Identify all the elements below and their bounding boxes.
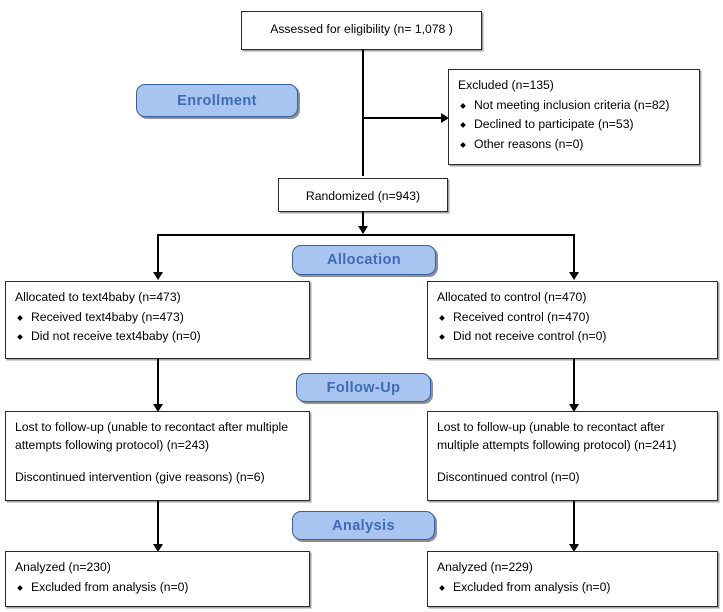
diamond-bullet-icon [17,584,23,591]
excluded-heading: Excluded (n=135) [458,78,554,92]
connector-allocation-left-arrowhead [153,272,163,280]
randomized-box: Randomized (n=943) [278,178,448,212]
connector-allocation-right-arrowhead [569,272,579,280]
lost-to-followup-control-box: Lost to follow-up (unable to recontact a… [427,411,718,501]
excluded-reason-list: Not meeting inclusion criteria (n=82) De… [458,97,690,154]
list-item: Did not receive text4baby (n=0) [15,328,300,346]
assessed-for-eligibility-box: Assessed for eligibility (n= 1,078 ) [241,11,482,50]
stage-label-followup: Follow-Up [296,373,431,402]
allocated-right-item-text: Received control (n=470) [453,309,590,324]
analyzed-text4baby-box: Analyzed (n=230) Excluded from analysis … [5,551,310,607]
connector-followup-left-to-analysis [157,501,159,550]
analyzed-control-box: Analyzed (n=229) Excluded from analysis … [427,551,718,607]
allocated-left-item-text: Did not receive text4baby (n=0) [31,329,201,344]
stage-label-allocation: Allocation [292,245,436,275]
analysis-right-list: Excluded from analysis (n=0) [437,579,708,597]
connector-allocation-right-down [573,234,575,278]
list-item: Did not receive control (n=0) [437,328,708,346]
connector-analysis-right-arrowhead [569,544,579,552]
connector-allocation-split-bar [157,234,574,236]
stage-label-analysis: Analysis [292,511,435,540]
assessed-for-eligibility-text: Assessed for eligibility (n= 1,078 ) [270,22,453,36]
diamond-bullet-icon [460,142,466,148]
list-item: Received control (n=470) [437,309,708,327]
connector-analysis-left-arrowhead [153,544,163,552]
stage-label-enrollment: Enrollment [136,84,298,117]
connector-to-excluded-line [363,117,443,119]
diamond-bullet-icon [439,314,445,321]
stage-label-enrollment-text: Enrollment [177,92,257,109]
allocated-control-box: Allocated to control (n=470) Received co… [427,281,718,359]
connector-followup-right-arrowhead [569,404,579,412]
lost-to-followup-text4baby-box: Lost to follow-up (unable to recontact a… [5,411,310,501]
connector-allocation-left-to-followup [157,359,159,410]
allocated-right-list: Received control (n=470) Did not receive… [437,309,708,346]
followup-right-discontinued-text: Discontinued control (n=0) [437,470,580,485]
list-item: Excluded from analysis (n=0) [437,579,708,597]
stage-label-allocation-text: Allocation [326,252,402,268]
allocated-right-heading: Allocated to control (n=470) [437,290,587,304]
excluded-box: Excluded (n=135) Not meeting inclusion c… [448,69,700,165]
analysis-right-item-text: Excluded from analysis (n=0) [453,579,611,594]
connector-followup-right-to-analysis [573,501,575,550]
allocated-right-item-text: Did not receive control (n=0) [453,329,607,344]
excluded-item-text: Not meeting inclusion criteria (n=82) [474,97,670,112]
connector-randomized-arrowhead [358,226,368,234]
stage-label-followup-text: Follow-Up [326,379,401,396]
connector-allocation-right-to-followup [573,359,575,410]
connector-randomized-down [362,212,364,233]
allocated-left-heading: Allocated to text4baby (n=473) [15,290,181,304]
list-item: Other reasons (n=0) [458,136,690,154]
diamond-bullet-icon [17,334,23,341]
analysis-left-list: Excluded from analysis (n=0) [15,579,300,597]
diamond-bullet-icon [460,102,466,109]
connector-to-excluded-arrowhead [441,113,449,123]
list-item: Not meeting inclusion criteria (n=82) [458,97,690,115]
analysis-right-heading: Analyzed (n=229) [437,560,533,574]
allocated-text4baby-box: Allocated to text4baby (n=473) Received … [5,281,310,359]
diamond-bullet-icon [460,122,466,129]
excluded-item-text: Declined to participate (n=53) [474,117,634,132]
list-item: Received text4baby (n=473) [15,309,300,327]
allocated-left-item-text: Received text4baby (n=473) [31,309,184,324]
analysis-left-item-text: Excluded from analysis (n=0) [31,579,189,594]
connector-assessed-to-randomized [362,50,364,176]
followup-right-lost-text: Lost to follow-up (unable to recontact a… [437,420,677,452]
allocated-left-list: Received text4baby (n=473) Did not recei… [15,309,300,346]
connector-allocation-left-down [157,234,159,278]
analysis-left-heading: Analyzed (n=230) [15,560,111,574]
diamond-bullet-icon [439,334,445,341]
excluded-item-text: Other reasons (n=0) [474,137,584,152]
followup-left-discontinued-text: Discontinued intervention (give reasons)… [15,470,265,485]
diamond-bullet-icon [439,584,445,591]
followup-left-lost-text: Lost to follow-up (unable to recontact a… [15,420,289,452]
randomized-text: Randomized (n=943) [305,189,421,203]
stage-label-analysis-text: Analysis [332,517,395,534]
list-item: Excluded from analysis (n=0) [15,579,300,597]
connector-followup-left-arrowhead [153,404,163,412]
diamond-bullet-icon [17,314,23,321]
list-item: Declined to participate (n=53) [458,116,690,134]
